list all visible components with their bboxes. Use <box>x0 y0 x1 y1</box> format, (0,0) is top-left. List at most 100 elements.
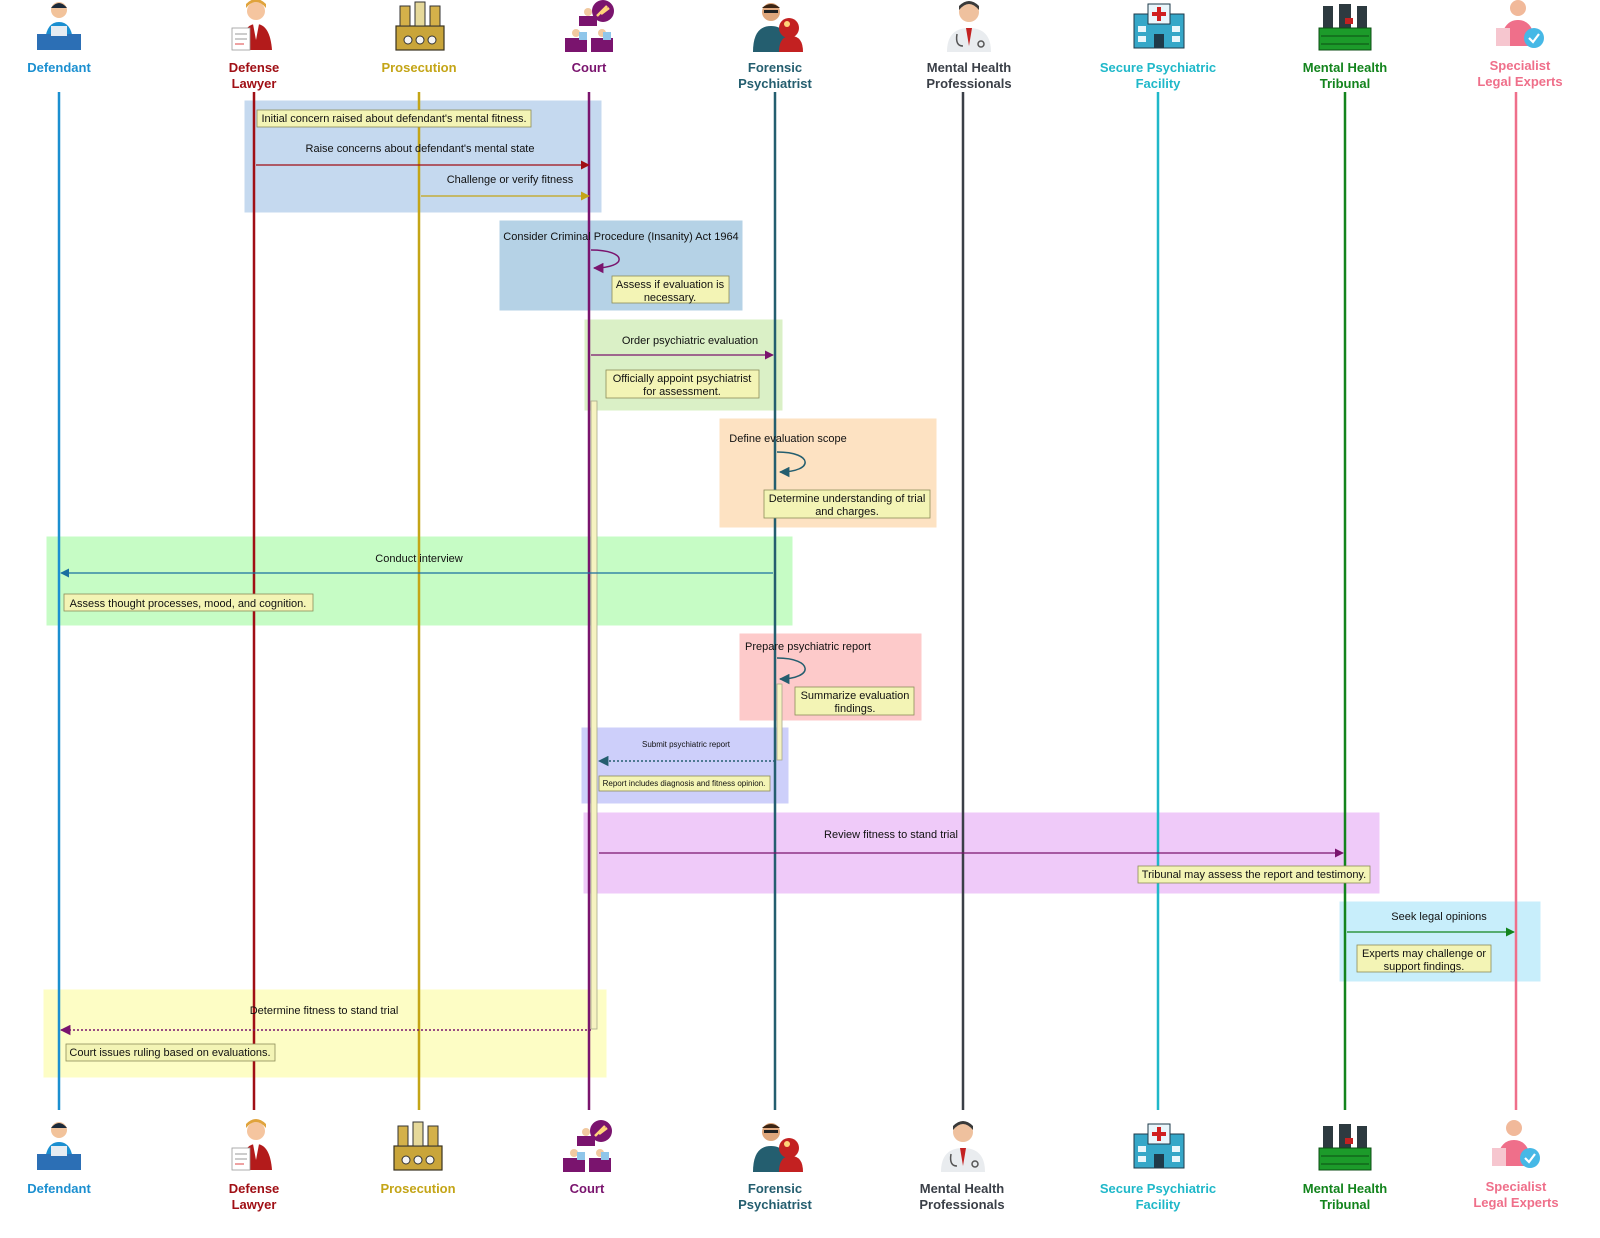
svg-text:Forensic: Forensic <box>748 1181 802 1196</box>
message-label-m10: Seek legal opinions <box>1391 911 1487 923</box>
note-n7: Report includes diagnosis and fitness op… <box>598 775 771 792</box>
svg-text:Psychiatrist: Psychiatrist <box>738 1197 812 1212</box>
message-label-m5: Define evaluation scope <box>729 433 846 445</box>
note-n4: Determine understanding of trial and cha… <box>763 489 931 519</box>
svg-text:findings.: findings. <box>835 703 876 715</box>
actor-lawyer-top: Defense Lawyer <box>229 0 280 91</box>
svg-text:Forensic: Forensic <box>748 60 802 75</box>
note-n8: Tribunal may assess the report and testi… <box>1137 865 1371 884</box>
svg-text:Defendant: Defendant <box>27 60 91 75</box>
hospital-icon <box>1133 3 1185 49</box>
note-n10: Court issues ruling based on evaluations… <box>65 1043 276 1062</box>
message-label-m2: Challenge or verify fitness <box>447 174 574 186</box>
actor-facility-top: Secure Psychiatric Facility <box>1100 3 1216 91</box>
svg-text:Defense: Defense <box>229 1181 280 1196</box>
experts-icon <box>1492 1120 1540 1168</box>
group-box-ruling <box>43 989 607 1078</box>
svg-text:Determine understanding of tri: Determine understanding of trial <box>769 493 926 505</box>
message-arrow-m7 <box>776 657 806 685</box>
group-boxes <box>43 100 1541 1078</box>
svg-text:necessary.: necessary. <box>644 292 696 304</box>
psychiatrist-icon <box>753 1123 803 1172</box>
svg-text:Summarize evaluation: Summarize evaluation <box>801 690 910 702</box>
svg-text:Initial concern raised about d: Initial concern raised about defendant's… <box>261 113 526 125</box>
message-label-m7: Prepare psychiatric report <box>745 641 871 653</box>
experts-icon <box>1496 0 1544 48</box>
tribunal-icon <box>1318 4 1372 51</box>
svg-text:Defense: Defense <box>229 60 280 75</box>
svg-text:Court: Court <box>572 60 607 75</box>
actor-defendant-top: Defendant <box>27 2 91 75</box>
svg-text:Report includes diagnosis and: Report includes diagnosis and fitness op… <box>603 779 766 788</box>
note-n5: Assess thought processes, mood, and cogn… <box>63 593 314 612</box>
svg-text:Professionals: Professionals <box>926 76 1011 91</box>
message-arrow-m5 <box>776 451 806 478</box>
activation-bar-psychiatrist <box>776 683 783 761</box>
svg-text:Specialist: Specialist <box>1490 58 1551 73</box>
actor-experts-bottom: Specialist Legal Experts <box>1473 1120 1559 1210</box>
lifelines <box>57 92 1518 1110</box>
message-label-m8: Submit psychiatric report <box>642 740 731 749</box>
message-label-m4: Order psychiatric evaluation <box>622 335 758 347</box>
svg-text:Specialist: Specialist <box>1486 1179 1547 1194</box>
message-label-m1: Raise concerns about defendant's mental … <box>306 143 535 155</box>
message-label-m9: Review fitness to stand trial <box>824 829 958 841</box>
tribunal-icon <box>1318 1124 1372 1171</box>
doctor-icon <box>941 1121 985 1172</box>
notes: Initial concern raised about defendant's… <box>63 109 1492 1062</box>
prosecution-icon <box>393 1121 443 1171</box>
note-n3: Officially appoint psychiatrist for asse… <box>605 369 760 399</box>
defendant-icon <box>37 1122 81 1170</box>
actor-mhp-bottom: Mental Health Professionals <box>919 1121 1005 1212</box>
actors-top: Defendant Defense Lawyer <box>27 0 1563 91</box>
svg-text:Prosecution: Prosecution <box>381 60 456 75</box>
svg-text:Assess if evaluation is: Assess if evaluation is <box>616 279 725 291</box>
svg-text:Tribunal: Tribunal <box>1320 1197 1371 1212</box>
svg-text:Secure Psychiatric: Secure Psychiatric <box>1100 1181 1216 1196</box>
actor-tribunal-top: Mental Health Tribunal <box>1303 4 1388 91</box>
message-label-m11: Determine fitness to stand trial <box>250 1005 399 1017</box>
svg-text:Mental Health: Mental Health <box>927 60 1012 75</box>
svg-text:Lawyer: Lawyer <box>232 1197 277 1212</box>
activation-bar-court <box>590 400 598 1030</box>
lawyer-icon <box>231 0 272 51</box>
note-n6: Summarize evaluation findings. <box>794 686 915 716</box>
note-n9: Experts may challenge or support finding… <box>1356 944 1492 973</box>
note-n1: Initial concern raised about defendant's… <box>256 109 532 128</box>
svg-text:and charges.: and charges. <box>815 506 879 518</box>
svg-text:Experts may challenge or: Experts may challenge or <box>1362 948 1486 960</box>
message-label-m3: Consider Criminal Procedure (Insanity) A… <box>503 231 738 243</box>
actor-psychiatrist-top: Forensic Psychiatrist <box>738 3 813 91</box>
prosecution-icon <box>395 1 445 51</box>
svg-text:Professionals: Professionals <box>919 1197 1004 1212</box>
svg-text:Assess thought processes, mood: Assess thought processes, mood, and cogn… <box>70 598 307 610</box>
actor-facility-bottom: Secure Psychiatric Facility <box>1100 1123 1216 1212</box>
svg-text:Mental Health: Mental Health <box>1303 1181 1388 1196</box>
court-icon <box>565 0 614 52</box>
svg-text:Mental Health: Mental Health <box>1303 60 1388 75</box>
svg-text:Facility: Facility <box>1136 76 1182 91</box>
actor-court-top: Court <box>565 0 614 75</box>
note-n2: Assess if evaluation is necessary. <box>611 275 730 304</box>
doctor-icon <box>947 1 991 52</box>
svg-text:Prosecution: Prosecution <box>380 1181 455 1196</box>
actor-experts-top: Specialist Legal Experts <box>1477 0 1563 89</box>
message-label-m6: Conduct interview <box>375 553 462 565</box>
message-arrow-m3 <box>590 249 620 274</box>
psychiatrist-icon <box>753 3 803 52</box>
messages: Raise concerns about defendant's mental … <box>59 143 1515 1036</box>
svg-text:Court: Court <box>570 1181 605 1196</box>
actor-prosecution-top: Prosecution <box>381 1 457 75</box>
svg-text:Officially appoint psychiatris: Officially appoint psychiatrist <box>613 373 752 385</box>
actor-mhp-top: Mental Health Professionals <box>926 1 1012 91</box>
svg-text:support findings.: support findings. <box>1384 961 1465 973</box>
hospital-icon <box>1133 1123 1185 1169</box>
svg-text:Tribunal: Tribunal <box>1320 76 1371 91</box>
svg-text:Psychiatrist: Psychiatrist <box>738 76 812 91</box>
svg-text:Legal Experts: Legal Experts <box>1473 1195 1558 1210</box>
svg-text:Court issues ruling based on e: Court issues ruling based on evaluations… <box>69 1047 270 1059</box>
defendant-icon <box>37 2 81 50</box>
svg-text:Legal Experts: Legal Experts <box>1477 74 1562 89</box>
svg-text:Facility: Facility <box>1136 1197 1182 1212</box>
